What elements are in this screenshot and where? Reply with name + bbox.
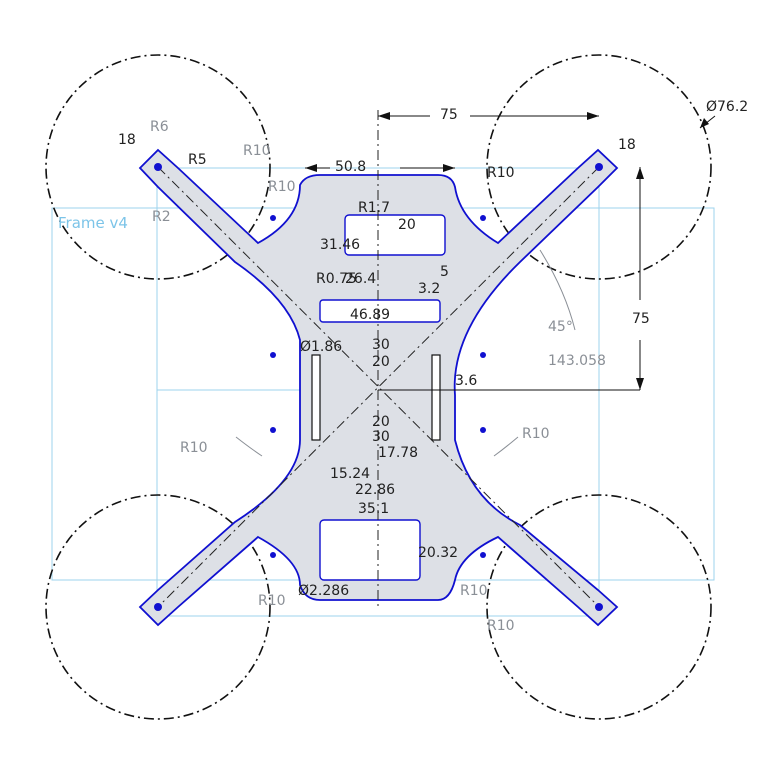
radius-mr[interactable]: R10 [522,426,550,442]
center-width-2-dim[interactable]: 20 [372,354,390,370]
radius-ml[interactable]: R10 [180,440,208,456]
plate-width-dim[interactable]: 46.89 [350,307,391,323]
radius-r2[interactable]: R2 [152,209,171,225]
dim-22-86[interactable]: 22.86 [355,482,396,498]
dim-5[interactable]: 5 [440,264,449,280]
radius-br-a[interactable]: R10 [487,618,515,634]
radius-tr[interactable]: R10 [487,165,515,181]
radius-br-b[interactable]: R10 [460,583,488,599]
motor-circle-br [486,494,712,720]
bottom-width-dim[interactable]: 35.1 [358,501,390,517]
center-width-4-dim[interactable]: 30 [372,429,390,445]
dim-3-6[interactable]: 3.6 [455,373,478,389]
motor-circles [45,54,712,720]
radius-tl-inner[interactable]: R10 [268,179,296,195]
dim-1-86[interactable]: Ø1.86 [300,339,343,355]
dim-20-top[interactable]: 20 [398,217,416,233]
motor-spacing-y-dim[interactable]: 75 [632,311,650,327]
dim-3-2[interactable]: 3.2 [418,281,441,297]
center-width-1-dim[interactable]: 30 [372,337,390,353]
dim-20-32[interactable]: 20.32 [418,545,459,561]
left-slot [311,354,321,441]
arm-angle-dim[interactable]: 45° [548,319,573,335]
motor-circle-tl [45,54,271,280]
mount-points [154,163,603,611]
tri-dim-a[interactable]: 18 [118,132,136,148]
right-slot [431,354,441,441]
side-height-dim[interactable]: 15.24 [330,466,371,482]
radius-r6[interactable]: R6 [150,119,169,135]
radius-tl-outer[interactable]: R10 [243,143,271,159]
motor-circle-diameter[interactable]: Ø76.2 [706,99,749,115]
dim-17-78[interactable]: 17.78 [378,445,419,461]
dim-31-46[interactable]: 31.46 [320,237,361,253]
sketch-name-label[interactable]: Frame v4 [58,214,128,232]
tri-dim-b[interactable]: 18 [618,137,636,153]
plate-slot [319,299,441,323]
top-width-dim[interactable]: 50.8 [335,159,367,175]
center-width-3-dim[interactable]: 20 [372,414,390,430]
radius-r5[interactable]: R5 [188,152,207,168]
top-slot [344,214,446,256]
bottom-slot [319,519,421,581]
dim-2-286[interactable]: Ø2.286 [298,583,350,599]
diagonal-dim[interactable]: 143.058 [548,353,606,369]
center-lines [157,110,600,610]
motor-circle-tr [486,54,712,280]
dim-0-75[interactable]: R0.75 [316,271,357,287]
motor-spacing-x-dim[interactable]: 75 [440,107,458,123]
motor-circle-bl [45,494,271,720]
dim-r1-7[interactable]: R1.7 [358,200,390,216]
radius-bl[interactable]: R10 [258,593,286,609]
dim-26-4[interactable]: 26.4 [345,271,377,287]
dimension-arrows [305,112,709,390]
